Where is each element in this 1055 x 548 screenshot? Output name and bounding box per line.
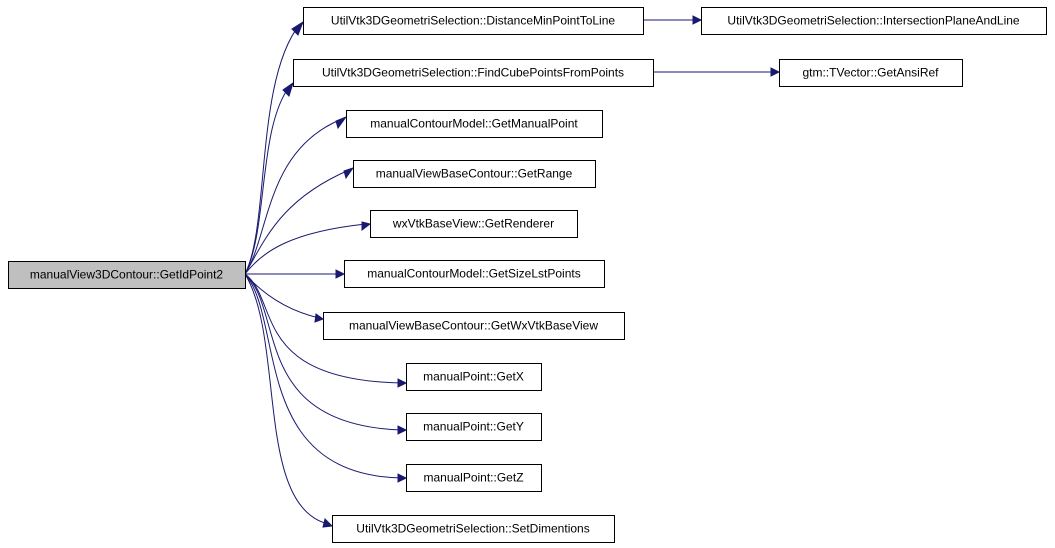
- node-wxvtk[interactable]: manualViewBaseContour::GetWxVtkBaseView: [323, 312, 625, 340]
- node-label: manualContourModel::GetManualPoint: [370, 117, 578, 131]
- node-label: manualViewBaseContour::GetWxVtkBaseView: [349, 319, 598, 333]
- node-label: manualContourModel::GetSizeLstPoints: [367, 267, 580, 281]
- edge-line: [244, 23, 301, 275]
- edge-line: [244, 273, 403, 384]
- edge-root-to-size: [245, 269, 346, 279]
- edge-cube-to-ansi: [653, 67, 781, 77]
- node-box: [779, 59, 963, 87]
- node-label: manualPoint::GetZ: [423, 471, 523, 485]
- node-box: [332, 515, 615, 543]
- node-rend[interactable]: wxVtkBaseView::GetRenderer: [370, 210, 578, 238]
- node-label: gtm::TVector::GetAnsiRef: [802, 66, 939, 80]
- node-box: [370, 210, 578, 238]
- node-box: [353, 160, 596, 188]
- edge-arrowhead: [692, 15, 703, 25]
- edge-arrowhead: [335, 115, 348, 130]
- edge-arrowhead: [282, 81, 294, 97]
- node-box: [406, 464, 542, 492]
- node-label: manualPoint::GetY: [423, 420, 524, 434]
- call-graph-edges: [244, 15, 781, 528]
- node-label: manualPoint::GetX: [423, 370, 524, 384]
- node-inter[interactable]: UtilVtk3DGeometriSelection::Intersection…: [701, 7, 1047, 35]
- node-label: wxVtkBaseView::GetRenderer: [392, 217, 554, 231]
- node-gety[interactable]: manualPoint::GetY: [406, 413, 542, 441]
- node-box: [346, 110, 603, 138]
- node-root[interactable]: manualView3DContour::GetIdPoint2: [8, 261, 246, 289]
- node-box: [8, 261, 246, 289]
- edge-arrowhead: [343, 167, 355, 180]
- node-box: [293, 59, 654, 87]
- node-box: [344, 260, 605, 288]
- edge-dist-to-inter: [643, 15, 703, 25]
- node-getx[interactable]: manualPoint::GetX: [406, 363, 542, 391]
- edge-root-to-manpt: [244, 115, 348, 275]
- edge-arrowhead: [291, 20, 305, 36]
- node-label: UtilVtk3DGeometriSelection::DistanceMinP…: [331, 14, 615, 28]
- node-box: [323, 312, 625, 340]
- node-label: manualViewBaseContour::GetRange: [376, 167, 573, 181]
- node-manpt[interactable]: manualContourModel::GetManualPoint: [346, 110, 603, 138]
- edge-root-to-getx: [244, 273, 408, 388]
- edge-arrowhead: [397, 425, 408, 435]
- node-setdim[interactable]: UtilVtk3DGeometriSelection::SetDimention…: [332, 515, 615, 543]
- node-label: UtilVtk3DGeometriSelection::SetDimention…: [356, 522, 589, 536]
- node-label: manualView3DContour::GetIdPoint2: [30, 268, 224, 282]
- node-label: UtilVtk3DGeometriSelection::Intersection…: [727, 14, 1019, 28]
- edge-line: [244, 223, 367, 275]
- edge-arrowhead: [335, 269, 346, 279]
- edge-arrowhead: [397, 378, 408, 388]
- node-box: [701, 7, 1047, 35]
- node-ansi[interactable]: gtm::TVector::GetAnsiRef: [779, 59, 963, 87]
- node-label: UtilVtk3DGeometriSelection::FindCubePoin…: [322, 66, 624, 80]
- node-dist[interactable]: UtilVtk3DGeometriSelection::DistanceMinP…: [303, 7, 644, 35]
- edge-arrowhead: [314, 313, 325, 323]
- edge-line: [244, 118, 343, 275]
- edge-line: [244, 169, 350, 275]
- edge-root-to-cube: [244, 81, 294, 275]
- node-size[interactable]: manualContourModel::GetSizeLstPoints: [344, 260, 605, 288]
- node-range[interactable]: manualViewBaseContour::GetRange: [353, 160, 596, 188]
- edge-line: [244, 273, 329, 525]
- edge-arrowhead: [397, 473, 408, 483]
- edge-arrowhead: [770, 67, 781, 77]
- edge-root-to-rend: [244, 221, 372, 275]
- edge-root-to-wxvtk: [244, 273, 325, 323]
- edge-line: [244, 273, 403, 479]
- edge-root-to-range: [244, 167, 355, 275]
- node-box: [406, 413, 542, 441]
- edge-line: [244, 273, 320, 319]
- node-box: [406, 363, 542, 391]
- edge-root-to-dist: [244, 20, 305, 275]
- edge-line: [244, 86, 290, 275]
- node-cube[interactable]: UtilVtk3DGeometriSelection::FindCubePoin…: [293, 59, 654, 87]
- call-graph-nodes: manualView3DContour::GetIdPoint2UtilVtk3…: [8, 7, 1047, 543]
- edge-arrowhead: [361, 221, 372, 231]
- edge-line: [244, 273, 403, 431]
- node-box: [303, 7, 644, 35]
- edge-root-to-getz: [244, 273, 408, 483]
- edge-root-to-gety: [244, 273, 408, 435]
- node-getz[interactable]: manualPoint::GetZ: [406, 464, 542, 492]
- edge-arrowhead: [322, 518, 334, 528]
- edge-root-to-setdim: [244, 273, 334, 528]
